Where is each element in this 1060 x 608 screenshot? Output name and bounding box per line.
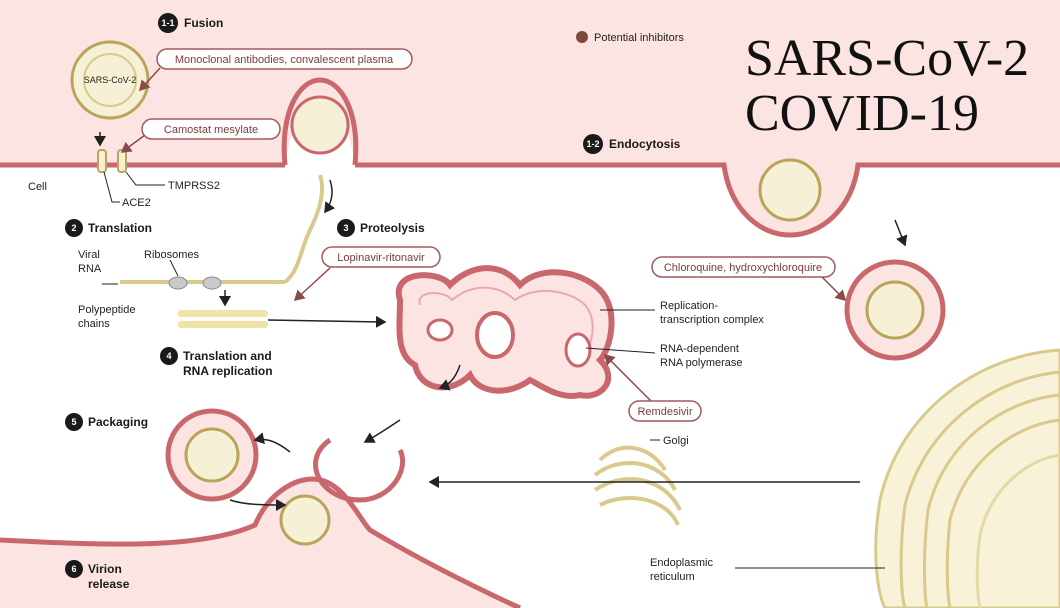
- arrow-endosome-down: [895, 220, 905, 245]
- golgi-label: Golgi: [663, 435, 689, 447]
- rdrp-label-2: RNA polymerase: [660, 357, 743, 369]
- svg-text:Proteolysis: Proteolysis: [360, 221, 425, 235]
- svg-text:Fusion: Fusion: [184, 16, 223, 30]
- svg-text:Translation: Translation: [88, 221, 152, 235]
- svg-text:Virion: Virion: [88, 562, 122, 576]
- svg-text:1-1: 1-1: [161, 18, 174, 28]
- ace2-label: ACE2: [122, 197, 151, 209]
- title-line-2: COVID-19: [745, 85, 979, 142]
- polypeptide-label-1: Polypeptide: [78, 304, 136, 316]
- svg-text:2: 2: [71, 223, 76, 233]
- virus-particle-released: [281, 496, 329, 544]
- inhibitor-arrow-chloroquine: [820, 275, 845, 300]
- svg-text:release: release: [88, 577, 130, 591]
- top-membrane-line: [0, 165, 1060, 235]
- inhibitor-chloroquine: Chloroquine, hydroxychloroquire: [652, 257, 835, 277]
- svg-text:Camostat mesylate: Camostat mesylate: [164, 124, 258, 136]
- svg-text:Chloroquine, hydroxychloroquir: Chloroquine, hydroxychloroquire: [664, 262, 822, 274]
- er-label-2: reticulum: [650, 571, 695, 583]
- svg-text:Remdesivir: Remdesivir: [637, 406, 692, 418]
- tmprss2-label: TMPRSS2: [168, 180, 220, 192]
- arrow-polypeptide-to-complex: [268, 320, 385, 322]
- cell-label: Cell: [28, 181, 47, 193]
- arrow-to-packaging: [365, 420, 400, 442]
- golgi-apparatus: [595, 448, 680, 525]
- step-translation-replication: 4 Translation and RNA replication: [160, 347, 273, 378]
- step-translation: 2 Translation: [65, 219, 152, 237]
- replication-transcription-complex: [399, 268, 612, 396]
- title-line-1: SARS-CoV-2: [745, 30, 1029, 87]
- ribosomes-label: Ribosomes: [144, 249, 200, 261]
- svg-text:RNA replication: RNA replication: [183, 364, 273, 378]
- viral-rna-coil: [285, 175, 322, 282]
- virus-particle-endocytosis: [760, 160, 820, 220]
- svg-text:6: 6: [71, 564, 76, 574]
- virus-particle-packaged: [168, 411, 256, 499]
- svg-text:Lopinavir-ritonavir: Lopinavir-ritonavir: [337, 252, 425, 264]
- inhibitor-camostat: Camostat mesylate: [142, 119, 280, 139]
- svg-text:1-2: 1-2: [586, 139, 599, 149]
- svg-text:5: 5: [71, 417, 76, 427]
- packaging-vesicle: [316, 440, 403, 500]
- polypeptide-chain: [178, 321, 268, 328]
- polypeptide-chain: [178, 310, 268, 317]
- endosome: [847, 262, 943, 358]
- polypeptide-label-2: chains: [78, 318, 110, 330]
- replication-label-1: Replication-: [660, 300, 718, 312]
- svg-text:Endocytosis: Endocytosis: [609, 137, 681, 151]
- viral-rna-label-2: RNA: [78, 263, 102, 275]
- legend-label: Potential inhibitors: [594, 32, 684, 44]
- inhibitor-antibodies: Monoclonal antibodies, convalescent plas…: [157, 49, 412, 69]
- svg-text:Packaging: Packaging: [88, 415, 148, 429]
- arrow-vesicle-to-packaged: [255, 439, 290, 452]
- svg-text:4: 4: [166, 351, 171, 361]
- svg-text:Translation and: Translation and: [183, 349, 272, 363]
- step-packaging: 5 Packaging: [65, 413, 148, 431]
- rdrp-label-1: RNA-dependent: [660, 343, 739, 355]
- inhibitor-lopinavir: Lopinavir-ritonavir: [322, 247, 440, 267]
- viral-rna-label-1: Viral: [78, 249, 100, 261]
- svg-text:Monoclonal antibodies, convale: Monoclonal antibodies, convalescent plas…: [175, 54, 394, 66]
- inhibitor-arrow-lopinavir: [295, 268, 330, 300]
- inhibitor-remdesivir: Remdesivir: [629, 401, 701, 421]
- step-proteolysis: 3 Proteolysis: [337, 219, 425, 237]
- arrow-endocytosis-down: [325, 180, 332, 212]
- endoplasmic-reticulum: [876, 350, 1060, 608]
- virus-label: SARS-CoV-2: [84, 75, 137, 85]
- er-label-1: Endoplasmic: [650, 557, 713, 569]
- inhibitor-arrow-remdesivir: [605, 355, 655, 405]
- legend-dot: [576, 31, 588, 43]
- svg-text:3: 3: [343, 223, 348, 233]
- replication-label-2: transcription complex: [660, 314, 764, 326]
